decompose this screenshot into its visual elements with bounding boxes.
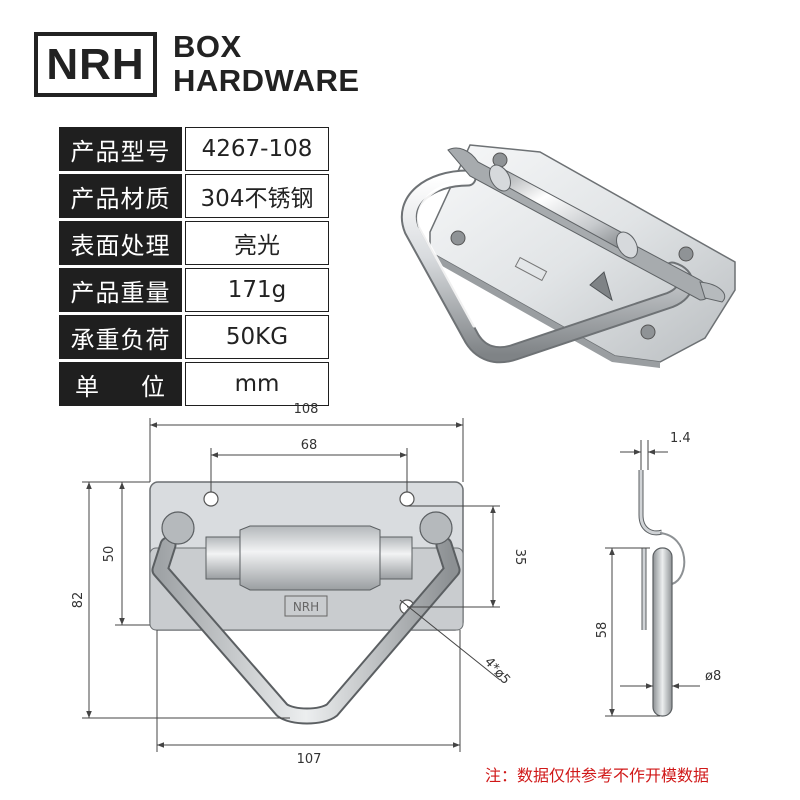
spec-label: 承重负荷 xyxy=(59,315,182,359)
front-dimensions xyxy=(82,418,501,752)
render-hinge xyxy=(447,147,726,303)
spec-value: mm xyxy=(185,362,329,406)
side-profile xyxy=(638,470,686,717)
brand-logo: NRH xyxy=(34,32,157,97)
spec-value: 50KG xyxy=(185,315,329,359)
spec-label-left: 单 xyxy=(75,372,100,401)
dim-overall-height: 82 xyxy=(71,592,86,609)
spec-label-right: 位 xyxy=(141,372,166,401)
product-render xyxy=(400,144,736,368)
brand-line-2: HARDWARE xyxy=(173,63,360,98)
front-stamp-text: NRH xyxy=(293,600,319,614)
front-hole xyxy=(399,491,415,507)
dim-bottom-width: 107 xyxy=(297,752,322,765)
spec-label: 表面处理 xyxy=(59,221,182,265)
brand-line-1: BOX xyxy=(173,29,242,64)
dim-rod-diameter: ø8 xyxy=(705,669,721,684)
dim-overall-width: 108 xyxy=(294,402,319,417)
front-hinge xyxy=(205,525,413,591)
render-hole xyxy=(640,324,656,340)
side-dimensions xyxy=(605,440,700,717)
spec-row-model: 产品型号 4267-108 xyxy=(59,127,329,171)
dim-hole-to-bottom: 35 xyxy=(512,549,527,566)
side-view-drawing: 1.4 58 ø8 xyxy=(595,431,721,717)
spec-value: 304不锈钢 xyxy=(185,174,329,218)
brand-name: BOX HARDWARE xyxy=(173,30,360,98)
spec-value: 4267-108 xyxy=(185,127,329,171)
render-hole xyxy=(450,230,466,246)
spec-table: 产品型号 4267-108 产品材质 304不锈钢 表面处理 亮光 产品重量 1… xyxy=(59,127,329,409)
dim-side-thickness: 1.4 xyxy=(670,431,691,446)
side-dimension-labels: 1.4 58 ø8 xyxy=(595,431,721,684)
spec-row-weight: 产品重量 171g xyxy=(59,268,329,312)
spec-label: 产品材质 xyxy=(59,174,182,218)
front-stamp xyxy=(284,595,328,617)
dim-side-height: 58 xyxy=(595,622,610,639)
render-hole xyxy=(678,246,694,262)
spec-row-load: 承重负荷 50KG xyxy=(59,315,329,359)
front-hole xyxy=(203,491,219,507)
footer-note: 注：数据仅供参考不作开模数据 xyxy=(485,766,710,785)
render-stamp xyxy=(514,256,548,282)
dim-plate-height: 50 xyxy=(102,546,117,563)
spec-label: 产品重量 xyxy=(59,268,182,312)
front-view-drawing: NRH xyxy=(71,402,527,765)
spec-label: 单 位 xyxy=(59,362,182,406)
spec-row-unit: 单 位 mm xyxy=(59,362,329,406)
spec-value: 亮光 xyxy=(185,221,329,265)
dim-hole-callout: 4*ø5 xyxy=(481,655,513,688)
front-handle xyxy=(151,511,461,725)
spec-row-finish: 表面处理 亮光 xyxy=(59,221,329,265)
spec-row-material: 产品材质 304不锈钢 xyxy=(59,174,329,218)
dim-hole-spacing: 68 xyxy=(301,438,318,453)
spec-value: 171g xyxy=(185,268,329,312)
brand-logo-text: NRH xyxy=(46,39,145,89)
spec-label: 产品型号 xyxy=(59,127,182,171)
